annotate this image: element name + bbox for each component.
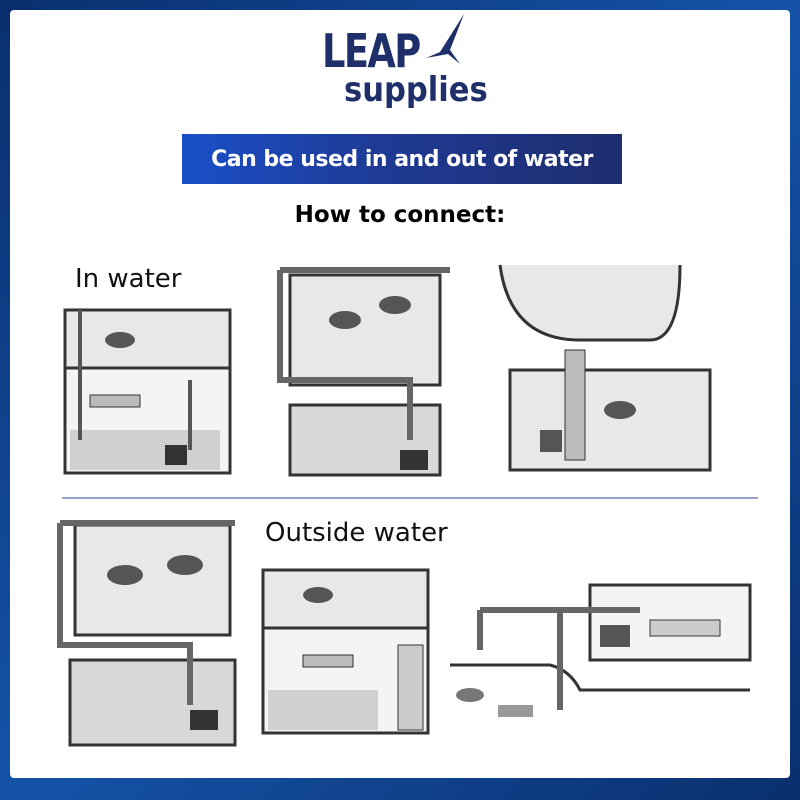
- divider: [62, 497, 758, 499]
- logo-leap: LEAP: [322, 24, 421, 78]
- diagram-in-water-sump: [63, 308, 232, 475]
- diagram-outside-pond: [450, 583, 752, 717]
- logo-supplies: supplies: [344, 70, 488, 110]
- label-outside-water: Outside water: [265, 518, 448, 548]
- brand-logo: LEAP supplies: [322, 24, 504, 110]
- diagram-outside-sump: [261, 568, 430, 735]
- diagram-overflow-sump: [277, 267, 450, 477]
- section-heading: How to connect:: [294, 202, 506, 228]
- bird-logo-icon: [426, 14, 464, 64]
- diagram-pond-and-tank: [498, 264, 712, 472]
- label-in-water: In water: [75, 264, 182, 294]
- feature-banner: Can be used in and out of water: [182, 134, 622, 184]
- diagram-overflow-sump-2: [57, 520, 237, 747]
